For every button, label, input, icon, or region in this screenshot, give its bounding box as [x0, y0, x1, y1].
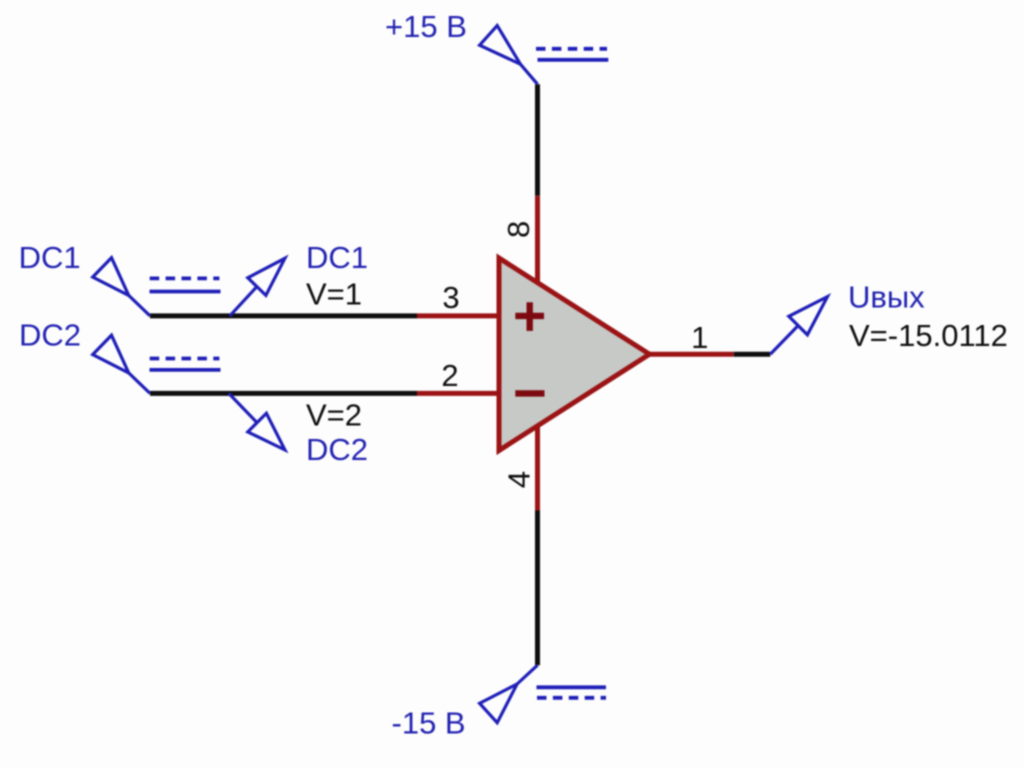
svg-text:8: 8 [501, 221, 536, 238]
svg-text:V=-15.0112: V=-15.0112 [849, 318, 1008, 353]
svg-text:2: 2 [441, 358, 458, 393]
svg-text:Uвых: Uвых [848, 280, 925, 315]
svg-text:DC1: DC1 [19, 240, 81, 275]
svg-text:4: 4 [501, 471, 536, 488]
svg-text:1: 1 [691, 320, 708, 355]
svg-text:DC2: DC2 [306, 432, 368, 467]
svg-text:-15 В: -15 В [392, 706, 466, 741]
svg-text:V=2: V=2 [306, 398, 362, 433]
svg-text:+15 В: +15 В [385, 9, 467, 44]
svg-text:V=1: V=1 [306, 277, 362, 312]
svg-text:3: 3 [442, 280, 459, 315]
svg-text:DC2: DC2 [19, 318, 81, 353]
svg-text:DC1: DC1 [306, 240, 368, 275]
